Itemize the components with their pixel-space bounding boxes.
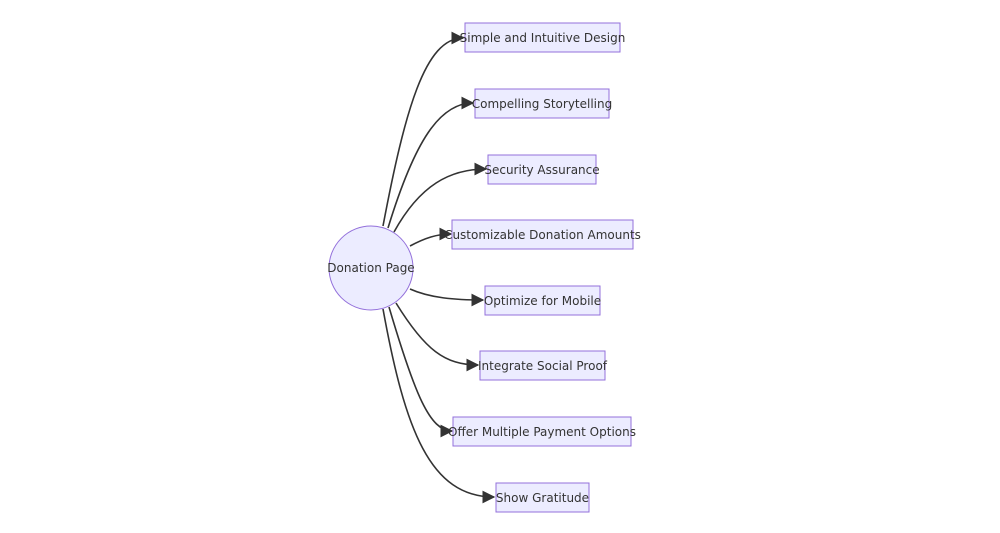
node-label: Security Assurance (484, 163, 599, 177)
edge-to-compelling-storytelling (387, 96, 475, 229)
edge-to-simple-design (382, 31, 465, 227)
node-show-gratitude[interactable]: Show Gratitude (495, 482, 590, 513)
node-label: Offer Multiple Payment Options (448, 425, 636, 439)
edge-to-optimize-mobile (409, 288, 485, 307)
node-integrate-social-proof[interactable]: Integrate Social Proof (478, 350, 608, 381)
node-customizable-donation-amounts[interactable]: Customizable Donation Amounts (444, 219, 641, 250)
node-label: Compelling Storytelling (472, 97, 612, 111)
node-optimize-for-mobile[interactable]: Optimize for Mobile (484, 285, 601, 316)
edge-to-customizable-amounts (409, 227, 453, 247)
node-label: Donation Page (327, 261, 414, 275)
node-label: Optimize for Mobile (484, 294, 601, 308)
node-offer-multiple-payment-options[interactable]: Offer Multiple Payment Options (448, 416, 636, 447)
node-compelling-storytelling[interactable]: Compelling Storytelling (472, 88, 612, 119)
node-simple-intuitive-design[interactable]: Simple and Intuitive Design (460, 22, 626, 53)
edges (382, 31, 496, 504)
edge-to-security-assurance (393, 162, 488, 233)
node-label: Show Gratitude (496, 491, 589, 505)
node-label: Integrate Social Proof (478, 359, 608, 373)
edge-to-payment-options (388, 306, 454, 438)
node-security-assurance[interactable]: Security Assurance (484, 154, 600, 185)
edge-to-social-proof (395, 302, 480, 372)
node-donation-page[interactable]: Donation Page (327, 225, 415, 311)
edge-to-show-gratitude (382, 308, 496, 504)
node-label: Simple and Intuitive Design (460, 31, 626, 45)
node-label: Customizable Donation Amounts (444, 228, 641, 242)
